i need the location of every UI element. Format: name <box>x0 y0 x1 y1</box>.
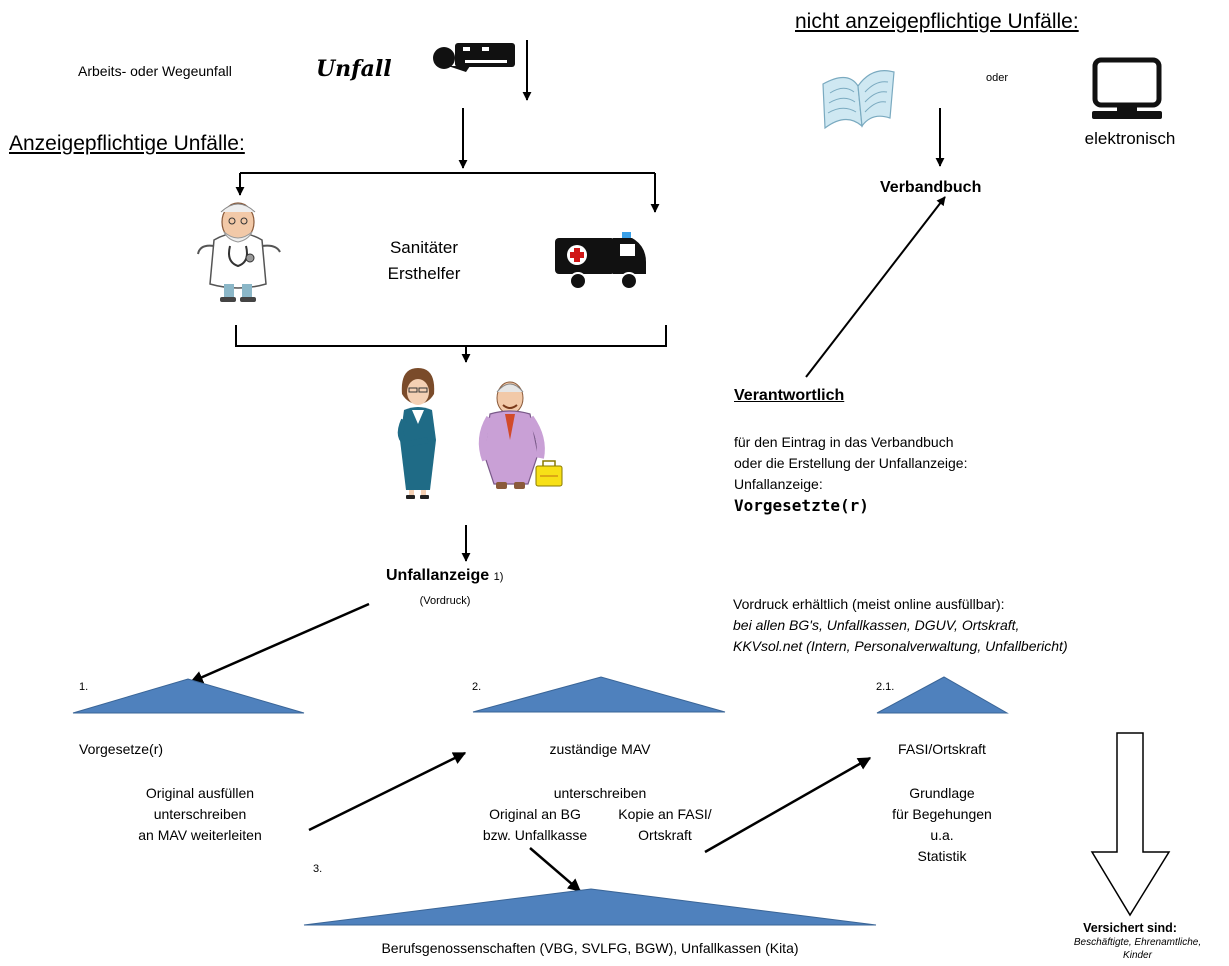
insured-line2: Kinder <box>1123 950 1152 961</box>
stage21-number: 2.1. <box>876 681 895 693</box>
stage21-title: FASI/Ortskraft <box>898 741 986 757</box>
arrow-responsible-to-verbandbuch <box>805 196 946 378</box>
arrow-stage2-to-stage3 <box>529 847 581 892</box>
stage2-line1: unterschreiben <box>553 785 647 801</box>
stage3-triangle <box>303 888 877 926</box>
report-form-note: (Vordruck) <box>419 595 471 607</box>
responsible-line2: oder die Erstellung der Unfallanzeige: <box>734 455 968 471</box>
insured-title: Versichert sind: <box>1083 921 1177 935</box>
availability-line1: Vordruck erhältlich (meist online ausfül… <box>733 596 1005 612</box>
stage1-number: 1. <box>79 681 89 693</box>
stage21-line2: für Begehungen <box>892 806 992 822</box>
report-title: Unfallanzeige <box>386 567 490 584</box>
stage1-line3: an MAV weiterleiten <box>138 827 262 843</box>
ambulance-icon <box>555 232 646 290</box>
responsible-role: Vorgesetzte(r) <box>734 496 869 515</box>
computer-icon <box>1092 57 1162 119</box>
injured-person-icon <box>433 43 515 72</box>
stage1-title: Vorgesetze(r) <box>79 741 164 757</box>
stage3-number: 3. <box>313 863 323 875</box>
availability-line3: KKVsol.net (Intern, Personalverwaltung, … <box>733 638 1068 654</box>
open-book-icon <box>822 70 895 130</box>
stage1-triangle <box>72 678 305 714</box>
stage2-triangle <box>472 676 726 713</box>
stage2-number: 2. <box>472 681 482 693</box>
stage21-line4: Statistik <box>917 848 967 864</box>
accident-word: Unfall <box>316 56 392 82</box>
insured-hollow-arrow <box>1090 732 1171 917</box>
arrow-stage1-to-stage2 <box>308 751 467 832</box>
not-reportable-heading: nicht anzeigepflichtige Unfälle: <box>795 10 1079 33</box>
stage2-left-line2: bzw. Unfallkasse <box>482 827 588 843</box>
report-footnote: 1) <box>493 571 504 583</box>
stage21-line3: u.a. <box>930 827 954 843</box>
availability-line2: bei allen BG's, Unfallkassen, DGUV, Orts… <box>733 617 1020 633</box>
responsible-line3: Unfallanzeige: <box>734 476 823 492</box>
stage21-triangle <box>876 676 1009 714</box>
stage2-title: zuständige MAV <box>549 741 651 757</box>
bracket-bottom <box>235 325 667 347</box>
reportable-heading: Anzeigepflichtige Unfälle: <box>9 132 245 155</box>
doctor-icon <box>197 202 281 302</box>
stage2-right-line1: Kopie an FASI/ <box>618 806 712 822</box>
stage1-line1: Original ausfüllen <box>145 785 255 801</box>
or-label: oder <box>986 72 1009 84</box>
insured-line1: Beschäftigte, Ehrenamtliche, <box>1073 937 1202 948</box>
businesswoman-icon <box>397 368 436 499</box>
responsible-line1: für den Eintrag in das Verbandbuch <box>734 434 954 450</box>
helpers-line1: Sanitäter <box>389 238 459 257</box>
stage3-title: Berufsgenossenschaften (VBG, SVLFG, BGW)… <box>381 940 799 956</box>
worker-with-first-aid-kit-icon <box>478 381 563 489</box>
verbandbuch-label: Verbandbuch <box>880 179 982 196</box>
arrow-report-to-stage1 <box>189 602 370 684</box>
electronic-label: elektronisch <box>1084 129 1176 148</box>
stage21-line1: Grundlage <box>909 785 975 801</box>
stage1-line2: unterschreiben <box>153 806 247 822</box>
arrow-stage2-to-stage21 <box>704 756 872 854</box>
report-title-row: Unfallanzeige 1) <box>386 566 503 586</box>
accident-type-label: Arbeits- oder Wegeunfall <box>78 63 232 79</box>
responsible-title: Verantwortlich <box>734 387 845 404</box>
stage2-left-line1: Original an BG <box>489 806 581 822</box>
stage2-right-line2: Ortskraft <box>638 827 692 843</box>
helpers-line2: Ersthelfer <box>387 264 461 283</box>
